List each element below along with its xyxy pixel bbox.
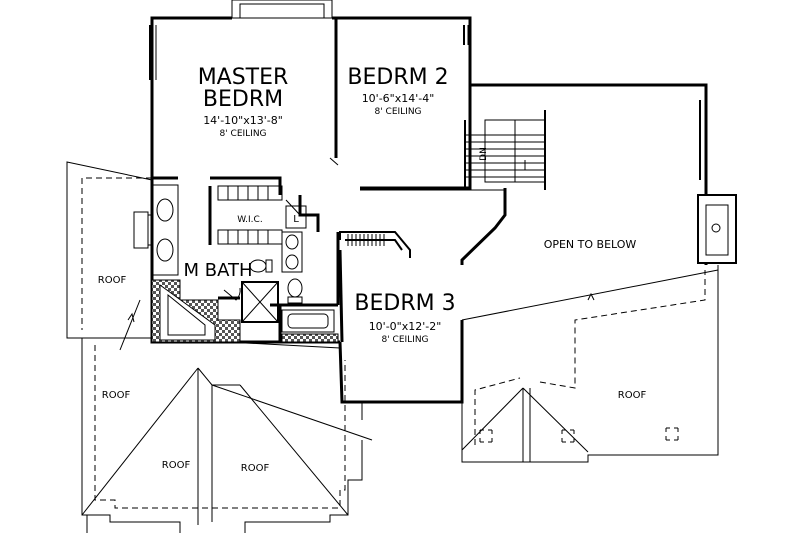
roof-label: ROOF: [162, 460, 191, 471]
bedrm3-dimensions: 10'-0"x12'-2": [369, 320, 442, 333]
bedrm3-title: BEDRM 3: [354, 291, 455, 316]
bedrm2-title: BEDRM 2: [347, 65, 448, 90]
roof-right-eave: [474, 270, 706, 445]
interior-thin-lines: [329, 157, 505, 191]
master-ceiling: 8' CEILING: [219, 129, 266, 139]
linen-label: L: [293, 214, 299, 225]
hall-bath-vanity: [281, 231, 303, 273]
staircase: [464, 110, 546, 190]
bedrm3-entry: [339, 231, 411, 258]
roof-label: ROOF: [102, 390, 131, 401]
wic-label: W.I.C.: [237, 215, 262, 225]
bedrm2-ceiling: 8' CEILING: [374, 107, 421, 117]
hall-bath-tub: [281, 309, 339, 343]
bedrm3-closet: [347, 234, 385, 246]
roof-label: ROOF: [98, 275, 127, 286]
master-dimensions: 14'-10"x13'-8": [203, 114, 283, 127]
vanity-counter: [133, 184, 179, 276]
mbath-label: M BATH: [183, 260, 252, 281]
break-marks: [127, 292, 595, 323]
bath-door: [223, 287, 241, 301]
roof-right-outline: [461, 265, 719, 463]
roof-left-eave: [81, 177, 346, 509]
bathtub: [159, 284, 216, 341]
bedrm3-ceiling: 8' CEILING: [381, 335, 428, 345]
window-marks: [149, 0, 701, 180]
stair-dn-label: DN: [479, 147, 489, 161]
roof-label: ROOF: [618, 390, 647, 401]
master-title-line2: BEDRM: [203, 87, 283, 112]
bedrm2-dimensions: 10'-6"x14'-4": [362, 92, 435, 105]
toilet-hall: [287, 278, 303, 304]
fireplace: [697, 194, 737, 264]
roof-label: ROOF: [241, 463, 270, 474]
master-title-line1: MASTER: [198, 65, 289, 90]
toilet-master: [249, 259, 273, 273]
linen-closet: [285, 205, 307, 229]
exterior-walls: [150, 16, 708, 404]
roof-vents: [479, 427, 679, 443]
shower: [241, 281, 279, 323]
roof-left-ridges: [81, 299, 373, 525]
open-to-below-label: OPEN TO BELOW: [544, 238, 637, 251]
